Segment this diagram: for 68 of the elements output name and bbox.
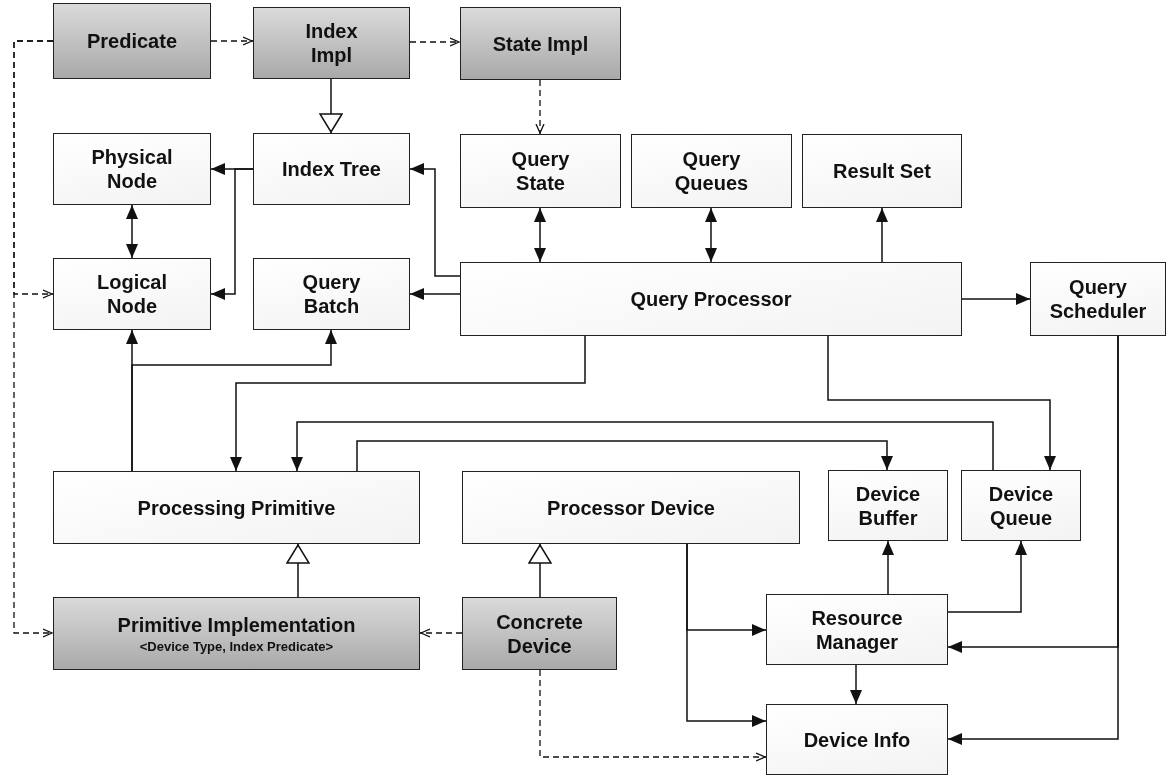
inheritance-arrow [286,543,310,598]
class-name: Device Buffer [854,481,922,530]
class-name: Device Queue [987,481,1055,530]
class-box [253,258,410,330]
class-box [1030,262,1166,336]
arrow [230,335,586,472]
arrow [947,540,1027,613]
arrow [131,329,337,472]
class-name: Query Batch [301,270,362,318]
class-box [53,597,420,670]
arrow [686,543,767,727]
class-box [631,134,792,208]
class-name: Physical Node [90,145,174,193]
double-arrow [126,204,138,259]
arrow [539,669,767,762]
arrow [291,421,994,472]
arrow [13,40,54,638]
class-box [766,704,948,775]
double-arrow [534,207,546,263]
class-name: Processing Primitive [137,495,336,520]
class-box [961,470,1081,541]
class-box [53,133,211,205]
class-name: Device Info [803,727,911,752]
class-box [462,597,617,670]
class-box [766,594,948,665]
class-box [53,471,420,544]
arrow [210,168,254,300]
class-box [460,134,621,208]
class-name: Resource Manager [810,605,904,654]
class-box [460,262,962,336]
class-name: Concrete Device [495,609,584,658]
class-box [253,7,410,79]
arrow [419,628,463,638]
arrow [210,36,254,46]
type-parameters: <Device Type, Index Predicate> [139,638,334,655]
class-box [460,7,621,80]
arrow [535,79,545,135]
class-name: Processor Device [547,495,715,520]
class-box [53,3,211,79]
class-box [462,471,800,544]
class-box [828,470,948,541]
class-box [802,134,962,208]
double-arrow [705,207,717,263]
class-name: Index Tree [282,157,381,181]
class-name: Query Processor [630,287,792,311]
class-name: Index Impl [304,19,359,67]
class-box [253,133,410,205]
class-name: Predicate [86,29,178,53]
class-name: Query Queues [673,147,750,195]
arrow [409,37,461,47]
arrow [961,293,1031,305]
arrow [947,335,1119,745]
arrow [850,664,862,705]
arrow [876,207,888,263]
class-name: Logical Node [96,270,168,318]
arrow [882,540,894,595]
class-box [53,258,211,330]
arrow [356,440,893,472]
arrow [827,335,1056,471]
class-name: State Impl [492,31,589,56]
class-name: Result Set [833,159,931,183]
class-name: Query State [510,147,571,195]
inheritance-arrow [319,78,343,134]
arrow [409,288,461,300]
inheritance-arrow [528,543,552,598]
class-name: Query Scheduler [1048,275,1148,323]
class-name: Primitive Implementation [117,612,356,637]
arrow [409,163,461,277]
